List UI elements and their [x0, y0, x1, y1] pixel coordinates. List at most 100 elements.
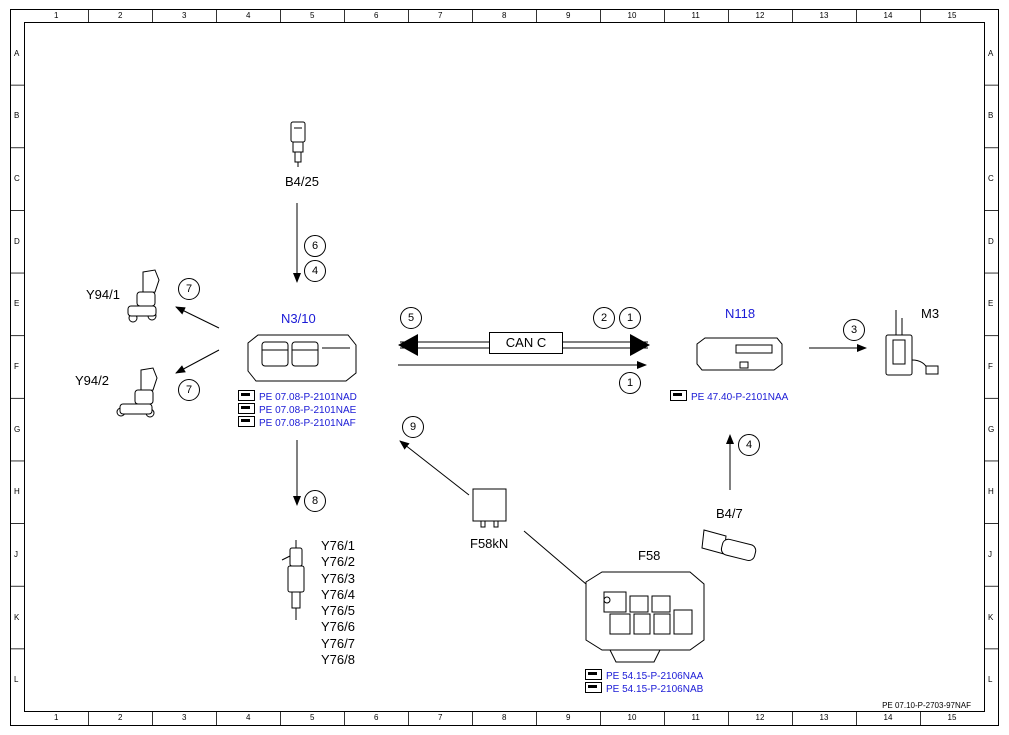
- grid-column-label: 14: [883, 11, 893, 20]
- grid-column-label: 13: [819, 713, 829, 722]
- grid-row-label: L: [14, 675, 19, 685]
- grid-row-label: J: [988, 549, 992, 559]
- grid-row-label: C: [14, 174, 20, 184]
- grid-column-label: 5: [310, 11, 315, 20]
- grid-row-label: B: [14, 111, 20, 121]
- grid-column-label: 11: [691, 11, 700, 20]
- n118-label: N118: [725, 306, 756, 321]
- grid-column-label: 10: [627, 713, 637, 722]
- document-code: PE 07.10-P-2703-97NAF: [882, 701, 971, 710]
- y76-label: Y76/3: [321, 570, 355, 586]
- ref-text: PE 07.08-P-2101NAD: [259, 392, 357, 403]
- grid-column-label: 7: [438, 11, 443, 20]
- y76-label: Y76/5: [321, 603, 355, 619]
- n118-module: [696, 337, 783, 371]
- ref-link-n3-10-1[interactable]: PE 07.08-P-2101NAD: [238, 390, 357, 403]
- grid-row-label: E: [988, 299, 994, 309]
- ref-link-f58-2[interactable]: PE 54.15-P-2106NAB: [585, 682, 703, 695]
- grid-row-label: B: [988, 111, 994, 121]
- grid-row-label: G: [14, 424, 21, 434]
- grid-row-label: E: [14, 299, 20, 309]
- pointing-hand-icon: [670, 390, 687, 401]
- grid-column-label: 2: [118, 713, 123, 722]
- ref-link-n3-10-2[interactable]: PE 07.08-P-2101NAE: [238, 403, 356, 416]
- y76-label: Y76/4: [321, 586, 355, 602]
- number-circle: 4: [738, 434, 760, 456]
- number-circle: 8: [304, 490, 326, 512]
- y94-1-label: Y94/1: [86, 287, 120, 302]
- ref-link-f58-1[interactable]: PE 54.15-P-2106NAA: [585, 669, 703, 682]
- grid-row-label: C: [988, 174, 994, 184]
- number-circle: 7: [178, 379, 200, 401]
- y76-label: Y76/8: [321, 652, 355, 668]
- number-circle: 6: [304, 235, 326, 257]
- y76-label: Y76/2: [321, 554, 355, 570]
- grid-column-label: 1: [54, 713, 59, 722]
- y76-injector: [281, 540, 305, 620]
- grid-column-label: 8: [502, 713, 507, 722]
- n3-10-ecu: [247, 334, 357, 382]
- b4-7-sensor: [701, 529, 757, 561]
- grid-column-label: 15: [947, 11, 957, 20]
- grid-column-label: 9: [566, 11, 571, 20]
- number-circle: 3: [843, 319, 865, 341]
- number-circle: 4: [304, 260, 326, 282]
- number-circle: 5: [400, 307, 422, 329]
- grid-row-label: F: [14, 362, 19, 371]
- pointing-hand-icon: [238, 416, 255, 427]
- y94-2-valve: [116, 367, 158, 418]
- grid-row-label: G: [988, 424, 995, 434]
- grid-column-label: 4: [246, 713, 251, 722]
- grid-row-label: D: [988, 236, 994, 246]
- grid-row-label: K: [14, 612, 20, 622]
- grid-column-label: 11: [691, 713, 700, 722]
- grid-column-label: 15: [947, 713, 957, 722]
- grid-column-label: 8: [502, 11, 507, 20]
- y94-1-valve: [127, 269, 160, 323]
- grid-row-label: F: [988, 362, 993, 371]
- grid-column-label: 6: [374, 11, 379, 20]
- m3-label: M3: [921, 306, 940, 321]
- b4-25-label: B4/25: [285, 174, 319, 189]
- grid-row-label: K: [988, 612, 994, 622]
- number-circle: 7: [178, 278, 200, 300]
- can-c-bus-label: CAN C: [489, 332, 563, 354]
- ref-link-n118[interactable]: PE 47.40-P-2101NAA: [670, 390, 788, 403]
- grid-column-label: 2: [118, 11, 123, 20]
- ref-text: PE 07.08-P-2101NAE: [259, 405, 357, 416]
- grid-column-label: 5: [310, 713, 315, 722]
- grid-row-label: H: [988, 487, 994, 497]
- grid-row-label: D: [14, 236, 20, 246]
- grid-column-label: 4: [246, 11, 251, 20]
- y76-label: Y76/7: [321, 635, 355, 651]
- grid-row-label: J: [14, 549, 18, 559]
- m3-pump: [885, 310, 939, 376]
- grid-column-label: 12: [755, 713, 765, 722]
- grid-column-label: 12: [755, 11, 765, 20]
- f58kn-relay: [472, 488, 507, 528]
- number-circle: 2: [593, 307, 615, 329]
- y76-label: Y76/6: [321, 619, 355, 635]
- pointing-hand-icon: [238, 390, 255, 401]
- grid-column-label: 3: [182, 713, 187, 722]
- grid-column-label: 14: [883, 713, 893, 722]
- f58kn-label: F58kN: [470, 536, 509, 551]
- ref-text: PE 47.40-P-2101NAA: [691, 392, 789, 403]
- pointing-hand-icon: [238, 403, 255, 414]
- number-circle: 1: [619, 307, 641, 329]
- grid-column-label: 1: [54, 11, 59, 20]
- ref-link-n3-10-3[interactable]: PE 07.08-P-2101NAF: [238, 416, 356, 429]
- grid-column-label: 9: [566, 713, 571, 722]
- number-circle: 9: [402, 416, 424, 438]
- number-circle: 1: [619, 372, 641, 394]
- grid-row-label: A: [988, 48, 994, 58]
- grid-row-label: A: [14, 48, 20, 58]
- pointing-hand-icon: [585, 669, 602, 680]
- b4-7-label: B4/7: [716, 506, 743, 521]
- n3-10-label: N3/10: [281, 311, 316, 326]
- grid-column-label: 7: [438, 713, 443, 722]
- grid-column-label: 6: [374, 713, 379, 722]
- grid-row-label: L: [988, 675, 993, 685]
- grid-row-label: H: [14, 487, 20, 497]
